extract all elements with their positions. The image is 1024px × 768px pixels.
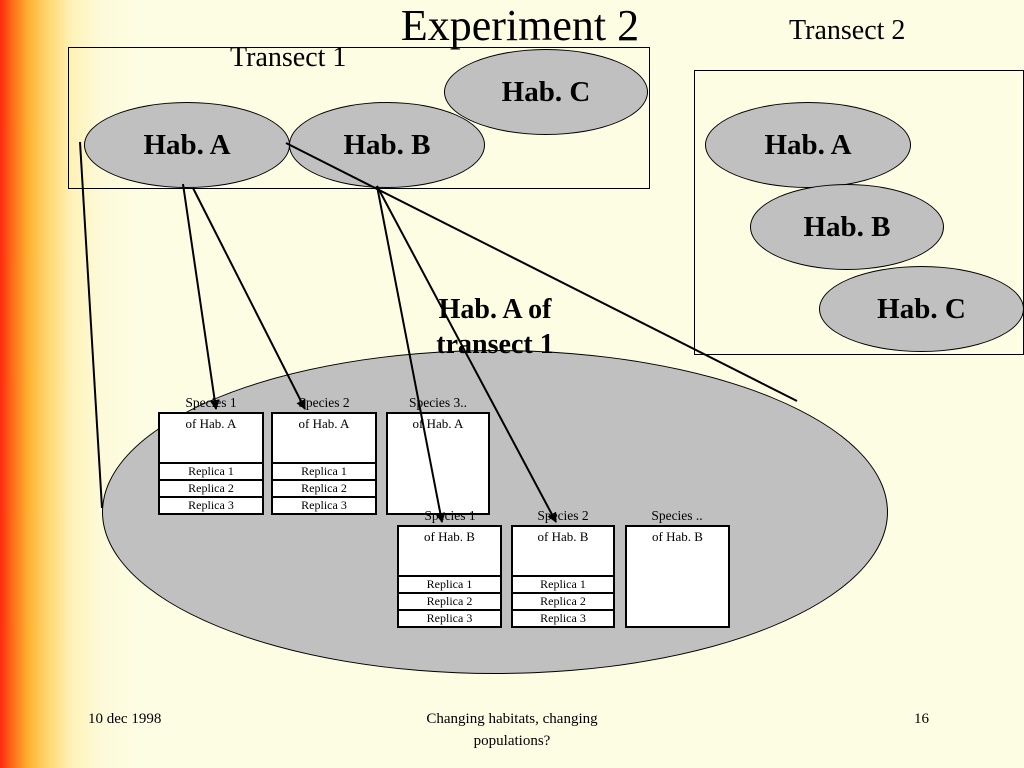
t1-hab-a-label: Hab. A: [143, 128, 231, 161]
replica-row: Replica 2: [399, 592, 500, 609]
footer-caption-line2: populations?: [473, 733, 551, 749]
species-subtitle: of Hab. B: [652, 529, 703, 544]
slide-title: Experiment 2: [400, 1, 640, 50]
hab-b-species-3-box: of Hab. B: [625, 525, 730, 628]
replica-row: Replica 2: [273, 479, 375, 496]
hab-a-species-3-box: of Hab. A: [386, 412, 490, 515]
footer-caption: Changing habitats, changing populations?: [380, 708, 644, 752]
replica-row: Replica 2: [513, 592, 613, 609]
t1-hab-b-ellipse: Hab. B: [289, 102, 485, 188]
replica-row: Replica 3: [273, 496, 375, 513]
hab-b-species-1-caption: Species 1: [424, 508, 476, 523]
replica-row: Replica 1: [399, 575, 500, 592]
t1-hab-c-ellipse: Hab. C: [444, 49, 648, 135]
species-subtitle: of Hab. A: [298, 416, 350, 431]
hab-b-species-2-box: of Hab. B Replica 1 Replica 2 Replica 3: [511, 525, 615, 628]
zoom-label-line2: transect 1: [436, 329, 554, 360]
replica-row: Replica 3: [399, 609, 500, 626]
t2-hab-a-ellipse: Hab. A: [705, 102, 911, 188]
replica-row: Replica 1: [273, 462, 375, 479]
hab-a-species-2-box: of Hab. A Replica 1 Replica 2 Replica 3: [271, 412, 377, 515]
species-subtitle: of Hab. A: [412, 416, 464, 431]
t2-hab-c-ellipse: Hab. C: [819, 266, 1024, 352]
replica-row: Replica 1: [513, 575, 613, 592]
t1-hab-a-ellipse: Hab. A: [84, 102, 290, 188]
species-subtitle: of Hab. A: [185, 416, 237, 431]
hab-b-species-2-caption: Species 2: [537, 508, 589, 523]
t2-hab-b-label: Hab. B: [803, 210, 891, 243]
species-subtitle: of Hab. B: [537, 529, 589, 544]
replica-row: Replica 1: [160, 462, 262, 479]
hab-a-species-3-caption: Species 3..: [408, 395, 468, 410]
zoom-label-line1: Hab. A of: [438, 294, 552, 325]
footer-page-number: 16: [914, 711, 929, 727]
hab-b-species-3-caption: Species ..: [651, 508, 703, 523]
hab-a-species-1-box: of Hab. A Replica 1 Replica 2 Replica 3: [158, 412, 264, 515]
t2-hab-a-label: Hab. A: [764, 128, 852, 161]
species-subtitle: of Hab. B: [424, 529, 475, 544]
replica-row: Replica 3: [160, 496, 262, 513]
arrow-hab-a-species-1: [182, 183, 220, 410]
t1-hab-c-label: Hab. C: [501, 75, 591, 108]
hab-a-species-1-caption: Species 1: [185, 395, 237, 410]
footer-date: 10 dec 1998: [88, 711, 162, 727]
replica-row: Replica 3: [513, 609, 613, 626]
replica-row: Replica 2: [160, 479, 262, 496]
zoom-label: Hab. A of transect 1: [395, 292, 595, 362]
t2-hab-c-label: Hab. C: [877, 292, 966, 325]
footer-caption-line1: Changing habitats, changing: [426, 711, 598, 727]
hab-b-species-1-box: of Hab. B Replica 1 Replica 2 Replica 3: [397, 525, 502, 628]
transect-2-label: Transect 2: [789, 15, 906, 46]
transect-1-label: Transect 1: [230, 42, 347, 73]
hab-a-species-2-caption: Species 2: [298, 395, 350, 410]
t1-hab-b-label: Hab. B: [343, 128, 431, 161]
zoom-left-line: [79, 141, 103, 509]
t2-hab-b-ellipse: Hab. B: [750, 184, 944, 270]
